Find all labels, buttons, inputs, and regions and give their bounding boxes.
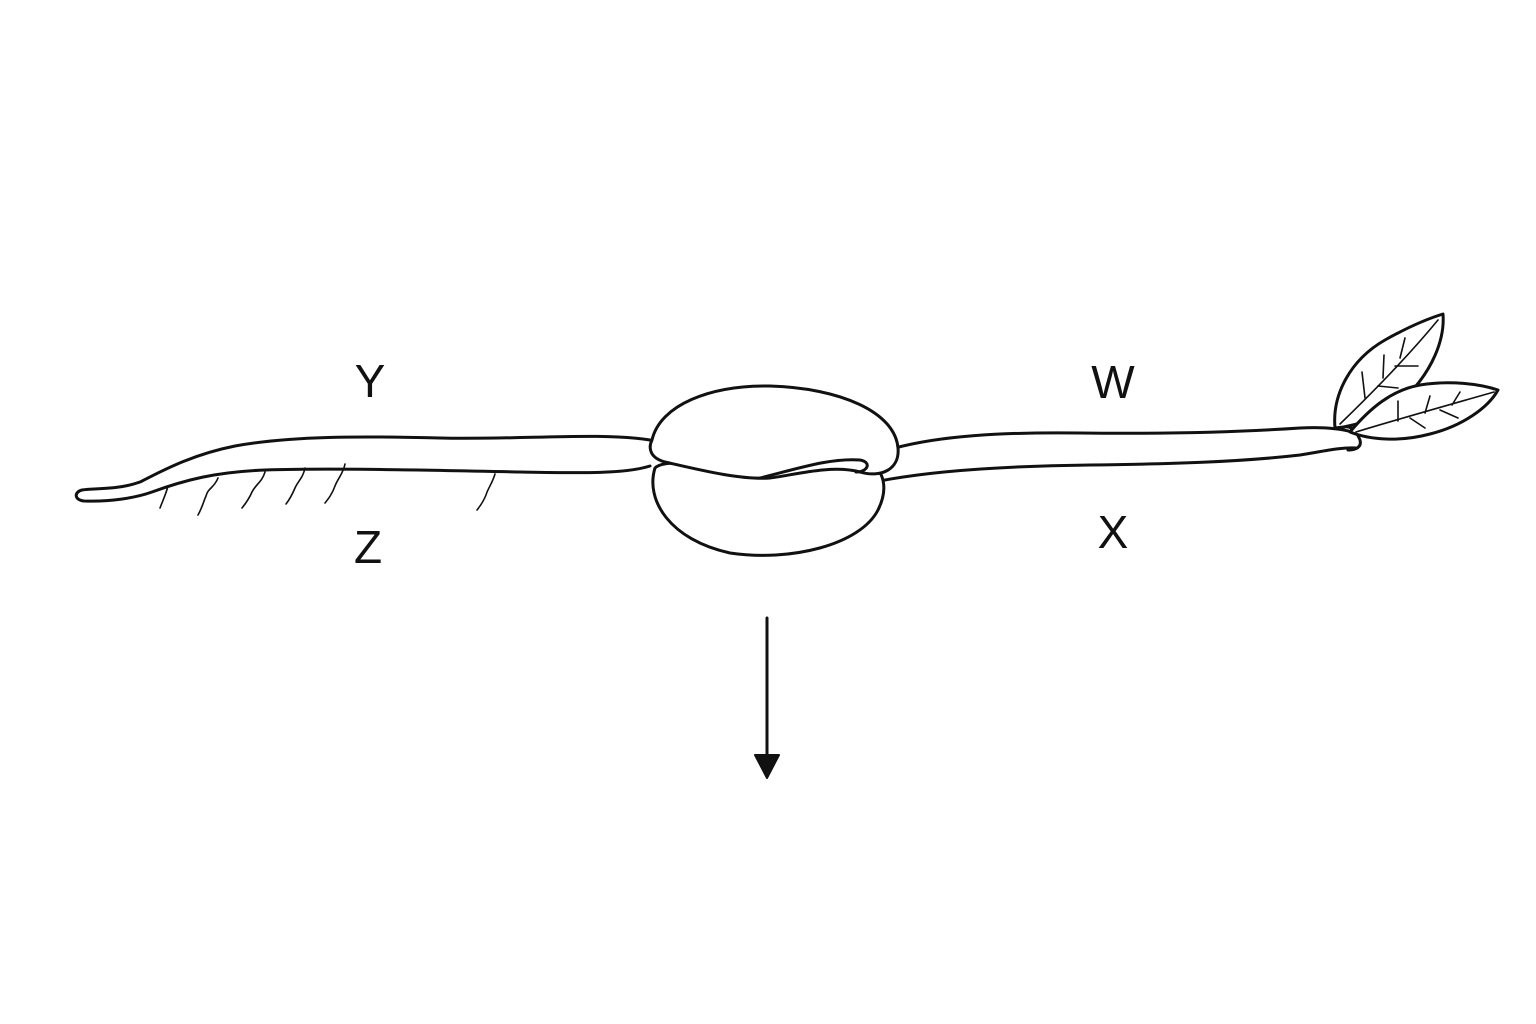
down-arrow	[754, 616, 780, 779]
leaf-upper	[1333, 312, 1445, 430]
seed-cotyledons	[648, 384, 900, 557]
leaf-lower	[1348, 381, 1500, 441]
upper-cotyledon	[648, 384, 900, 480]
label-y: Y	[355, 355, 386, 407]
radicle-root	[74, 434, 652, 503]
root-hairs	[159, 463, 496, 516]
label-z: Z	[354, 521, 382, 573]
label-w: W	[1091, 356, 1135, 408]
label-x: X	[1098, 506, 1129, 558]
shoot-stem	[883, 425, 1362, 482]
